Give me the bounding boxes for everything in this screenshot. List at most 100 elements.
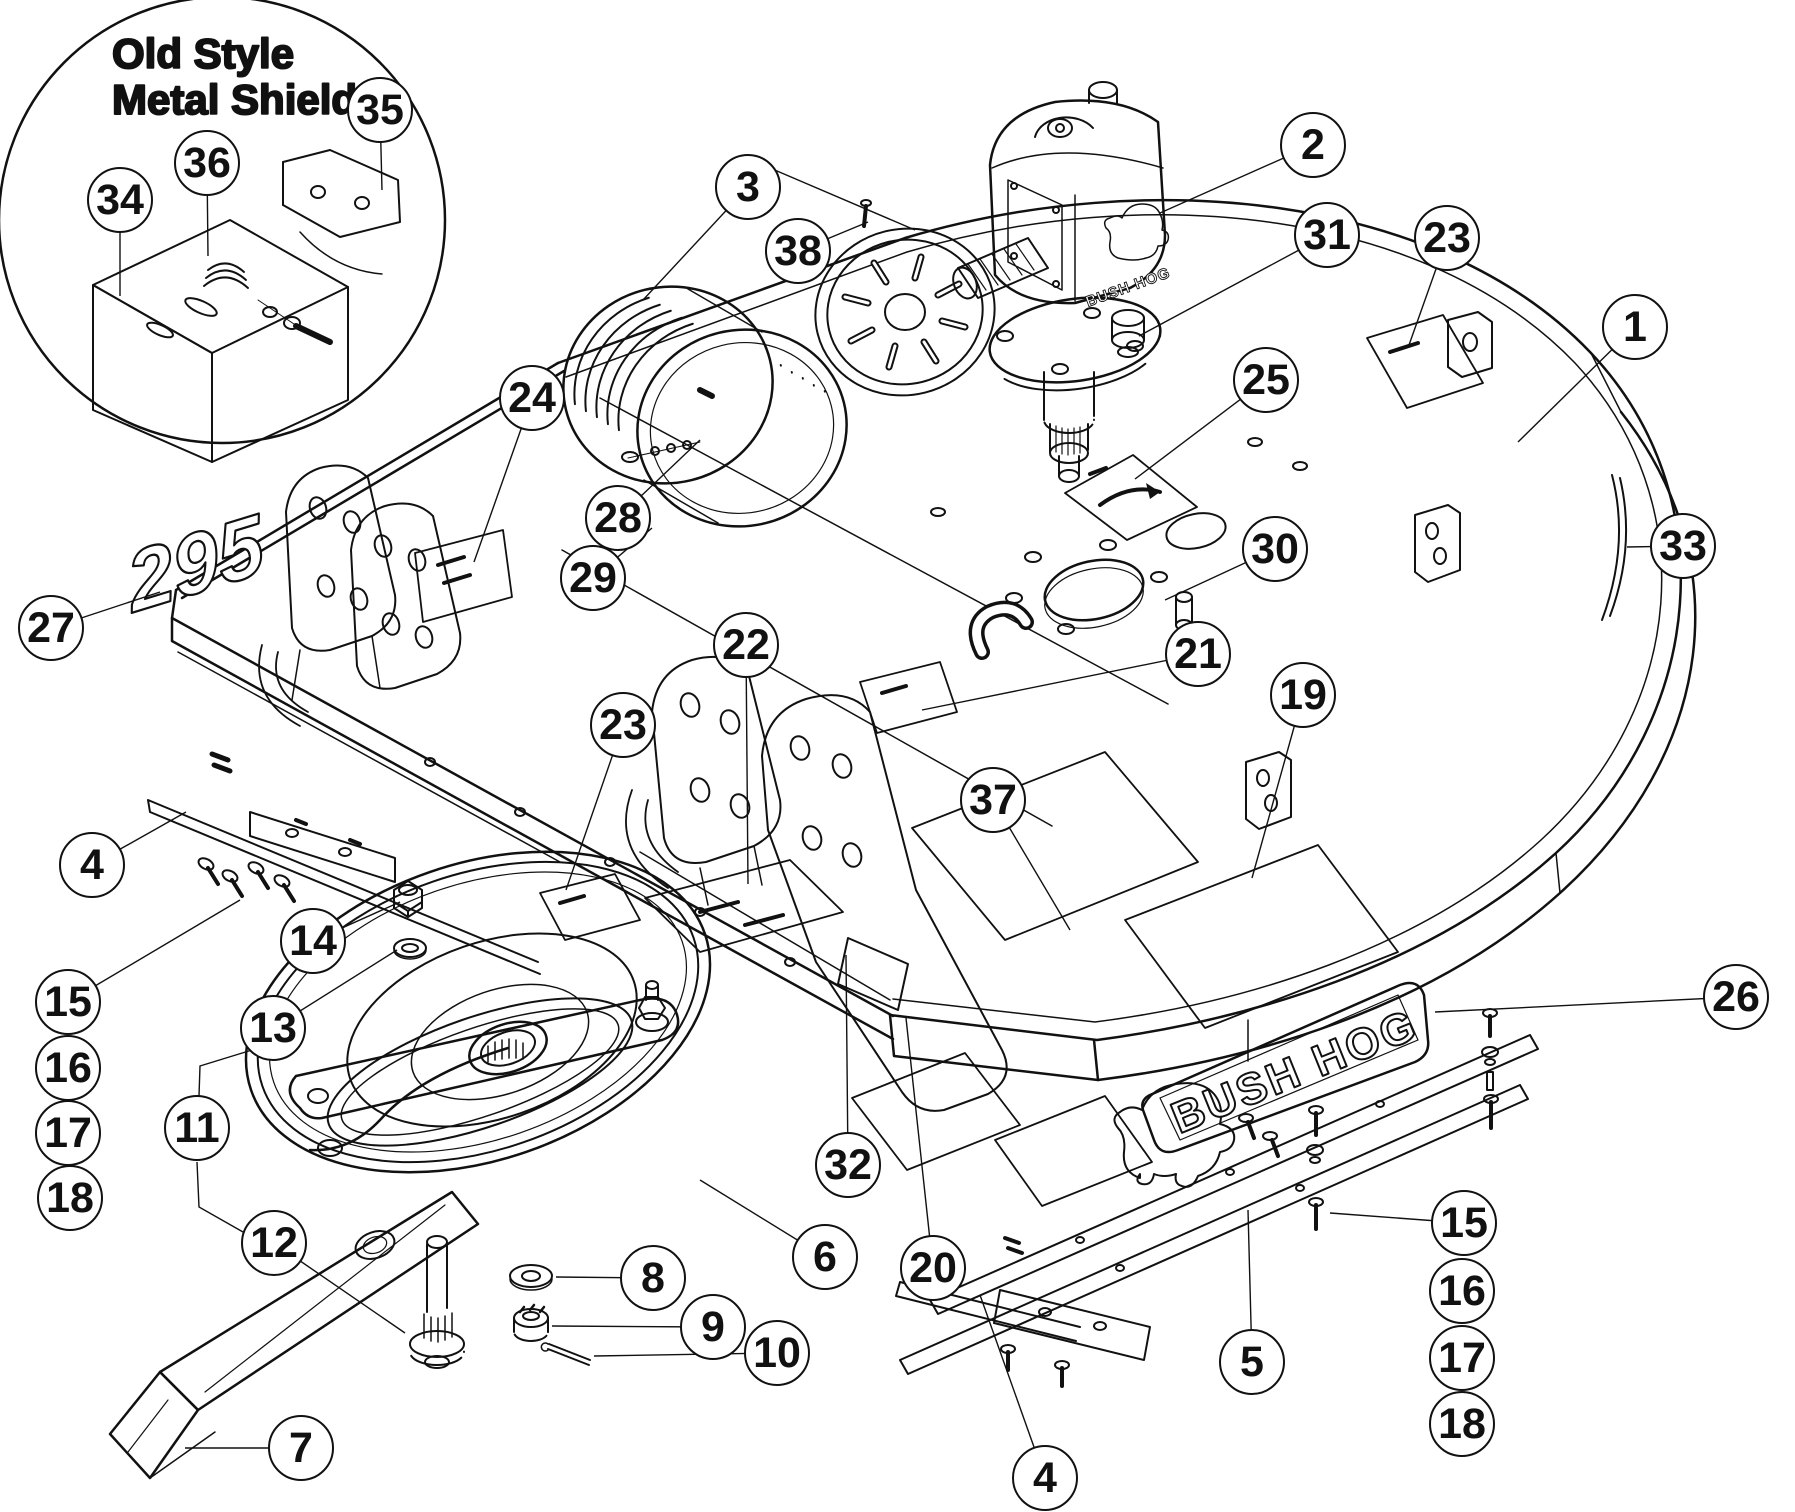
callout-circle xyxy=(35,1100,101,1166)
callout-circle xyxy=(815,1132,881,1198)
shield-bolt xyxy=(257,299,333,345)
callout-circle xyxy=(499,365,565,431)
callout-circle xyxy=(35,969,101,1035)
callout-circle xyxy=(1233,347,1299,413)
callout-circle xyxy=(560,545,626,611)
callout-23-top: 23 xyxy=(1414,205,1480,271)
callout-circle xyxy=(347,77,413,143)
callout-circle xyxy=(1242,516,1308,582)
shield-bracket xyxy=(282,149,401,275)
callout-circle xyxy=(1414,205,1480,271)
callout-circle xyxy=(792,1224,858,1290)
callout-circle xyxy=(268,1415,334,1481)
metal-shield-box xyxy=(92,219,349,463)
plate-hog xyxy=(1113,1082,1236,1188)
callout-circle xyxy=(590,692,656,758)
callout-12: 12 xyxy=(241,1210,307,1276)
callout-number: 17 xyxy=(1438,1334,1486,1382)
callout-circle xyxy=(1165,621,1231,687)
callout-20: 20 xyxy=(900,1235,966,1301)
callout-number: 18 xyxy=(46,1174,94,1222)
leader-line-15-left xyxy=(67,899,241,1003)
callout-14: 14 xyxy=(280,908,346,974)
callout-7: 7 xyxy=(268,1415,334,1481)
callout-number: 6 xyxy=(813,1233,837,1281)
callout-34: 34 xyxy=(87,167,153,233)
callout-circle xyxy=(713,612,779,678)
callout-circle xyxy=(1012,1445,1078,1511)
callout-number: 28 xyxy=(594,494,642,542)
callout-15-left: 15 xyxy=(35,969,101,1035)
aframe-left xyxy=(258,464,462,727)
callout-number: 31 xyxy=(1303,211,1351,259)
rotor-plate xyxy=(814,199,996,397)
callout-circle xyxy=(1280,112,1346,178)
callout-number: 19 xyxy=(1279,671,1327,719)
callout-number: 17 xyxy=(44,1109,92,1157)
callout-1: 1 xyxy=(1602,294,1668,360)
spindle-nut xyxy=(393,880,423,918)
callout-circle xyxy=(1431,1190,1497,1256)
callout-circle xyxy=(1429,1325,1495,1391)
callout-26: 26 xyxy=(1703,964,1769,1030)
callout-25: 25 xyxy=(1233,347,1299,413)
leader-line xyxy=(196,1161,244,1233)
callout-number: 12 xyxy=(250,1219,298,1267)
callout-33: 33 xyxy=(1650,513,1716,579)
wear-strip xyxy=(1601,474,1628,621)
leader-line-20 xyxy=(905,1017,934,1269)
inset-detail-circle xyxy=(0,0,447,463)
callout-21: 21 xyxy=(1165,621,1231,687)
callout-circle xyxy=(87,167,153,233)
callout-23-mid: 23 xyxy=(590,692,656,758)
callout-number: 11 xyxy=(174,1104,219,1152)
leader-line xyxy=(769,167,916,231)
callout-circle xyxy=(960,767,1026,833)
callout-number: 2 xyxy=(1301,121,1325,169)
callout-number: 38 xyxy=(774,227,822,275)
callout-number: 27 xyxy=(27,604,75,652)
callout-35: 35 xyxy=(347,77,413,143)
bolt-group-left xyxy=(197,857,296,903)
callout-number: 16 xyxy=(44,1044,92,1092)
callout-circle xyxy=(1602,294,1668,360)
callout-number: 21 xyxy=(1174,630,1222,678)
callout-number: 4 xyxy=(80,841,104,889)
blade-washer xyxy=(509,1264,553,1291)
blade-pan xyxy=(244,850,712,1174)
callout-4-left: 4 xyxy=(59,832,125,898)
callout-number: 23 xyxy=(1423,214,1471,262)
bolt-groups-right xyxy=(1000,1008,1499,1388)
callout-number: 9 xyxy=(701,1303,725,1351)
callout-16-right: 16 xyxy=(1429,1258,1495,1324)
cotter-pin xyxy=(540,1342,591,1366)
callout-circle xyxy=(1294,202,1360,268)
callout-6: 6 xyxy=(792,1224,858,1290)
inset-title-line2: Metal Shield xyxy=(112,76,357,123)
callout-38: 38 xyxy=(765,218,831,284)
svg-text:295: 295 xyxy=(119,496,271,631)
callout-circle xyxy=(1703,964,1769,1030)
callout-number: 15 xyxy=(44,978,92,1026)
callout-number: 18 xyxy=(1438,1400,1486,1448)
callout-number: 1 xyxy=(1623,303,1647,351)
brand-plate xyxy=(1141,981,1430,1154)
callout-circle xyxy=(1270,662,1336,728)
callout-10: 10 xyxy=(744,1320,810,1386)
callout-4-bottom: 4 xyxy=(1012,1445,1078,1511)
callout-circle xyxy=(585,485,651,551)
callout-circle xyxy=(59,832,125,898)
callout-36: 36 xyxy=(174,130,240,196)
callout-29: 29 xyxy=(560,545,626,611)
leader-line-22 xyxy=(745,644,749,885)
callout-number: 23 xyxy=(599,701,647,749)
callout-number: 29 xyxy=(569,554,617,602)
callout-number: 3 xyxy=(736,163,760,211)
callout-number: 15 xyxy=(1440,1199,1488,1247)
blade-bolt xyxy=(409,1235,465,1369)
callout-circle xyxy=(164,1095,230,1161)
deck-pin xyxy=(1175,591,1193,631)
frame-rails xyxy=(170,361,895,1041)
